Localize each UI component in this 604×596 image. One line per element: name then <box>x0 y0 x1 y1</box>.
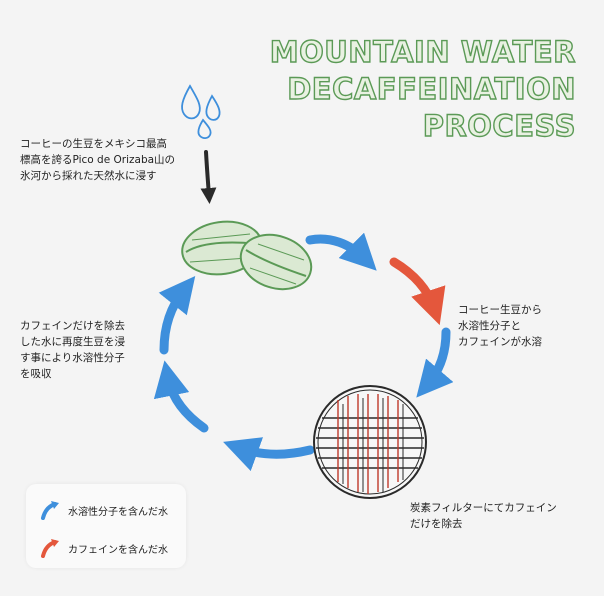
legend: 水溶性分子を含んだ水 カフェインを含んだ水 <box>26 484 186 568</box>
label-line: 炭素フィルターにてカフェイン <box>410 502 557 514</box>
title-line-2: DECAFFEINATION <box>287 71 577 106</box>
label-line: カフェインが水溶 <box>458 336 542 348</box>
label-line: だけを除去 <box>410 518 463 530</box>
water-drops-icon <box>181 84 221 140</box>
label-line: 氷河から採れた天然水に浸す <box>20 170 157 182</box>
legend-item-blue: 水溶性分子を含んだ水 <box>38 498 168 522</box>
arrow-blue-left-top <box>158 275 196 355</box>
label-line: を吸収 <box>20 368 52 380</box>
diagram-title: MOUNTAIN WATER DECAFFEINATION PROCESS <box>269 34 577 145</box>
arrow-blue-left-up <box>153 360 209 433</box>
label-filter-step: 炭素フィルターにてカフェイン だけを除去 <box>410 500 557 532</box>
blue-arrow-icon <box>41 501 59 520</box>
arrow-blue-bottom <box>223 437 315 472</box>
label-reabsorb-step: カフェインだけを除去 した水に再度生豆を浸 す事により水溶性分子 を吸収 <box>20 318 125 382</box>
legend-red-label: カフェインを含んだ水 <box>68 544 168 556</box>
title-line-3: PROCESS <box>422 108 576 143</box>
label-line: カフェインだけを除去 <box>20 320 125 332</box>
label-line: 標高を誇るPico de Orizaba山の <box>20 154 176 166</box>
coffee-beans-icon <box>181 220 313 291</box>
label-line: コーヒー生豆から <box>458 304 542 316</box>
label-soak-step: コーヒーの生豆をメキシコ最高 標高を誇るPico de Orizaba山の 氷河… <box>20 136 175 184</box>
label-line: した水に再度生豆を浸 <box>20 336 125 348</box>
legend-blue-label: 水溶性分子を含んだ水 <box>68 506 168 518</box>
label-dissolve-step: コーヒー生豆から 水溶性分子と カフェインが水溶 <box>458 302 542 350</box>
title-line-1: MOUNTAIN WATER <box>269 34 576 69</box>
label-line: コーヒーの生豆をメキシコ最高 <box>20 138 167 150</box>
down-arrow <box>200 150 217 204</box>
arrow-blue-right-down <box>416 327 454 398</box>
legend-item-red: カフェインを含んだ水 <box>38 536 168 560</box>
label-line: す事により水溶性分子 <box>20 352 125 364</box>
carbon-filter-icon <box>313 385 427 499</box>
red-arrow-icon <box>41 539 59 558</box>
arrow-blue-top <box>305 232 377 271</box>
label-line: 水溶性分子と <box>458 320 521 332</box>
arrow-red-right <box>389 257 446 326</box>
